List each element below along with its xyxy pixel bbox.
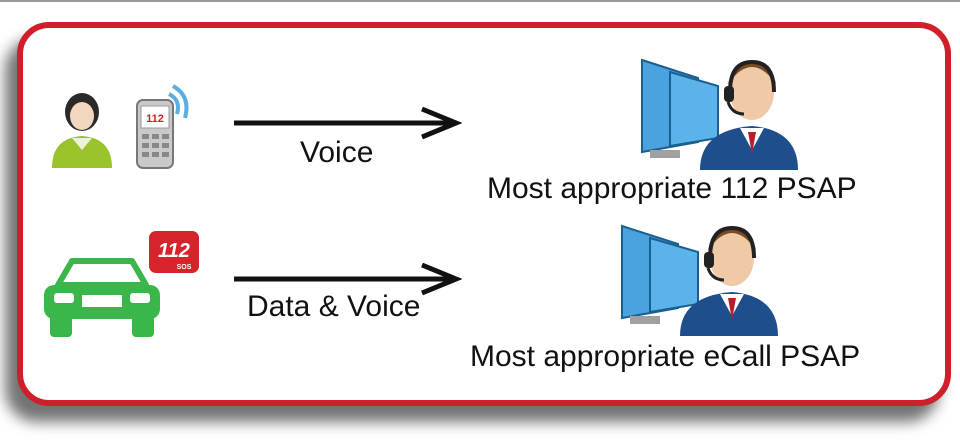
psap-operator-icon xyxy=(641,58,798,170)
data-voice-label: Data & Voice xyxy=(247,290,421,323)
voice-label: Voice xyxy=(300,136,374,169)
voice-arrow xyxy=(234,106,462,140)
psap-ecall-label: Most appropriate eCall PSAP xyxy=(470,340,861,373)
sos-112-badge-icon: 112 SOS xyxy=(149,231,199,273)
person-icon xyxy=(52,93,112,168)
car-icon xyxy=(44,258,160,337)
mobile-phone-icon: 112 xyxy=(136,84,189,169)
psap-112-label: Most appropriate 112 PSAP xyxy=(487,172,857,205)
svg-text:112: 112 xyxy=(146,113,164,125)
svg-text:SOS: SOS xyxy=(177,264,192,271)
top-divider xyxy=(0,0,960,2)
svg-text:112: 112 xyxy=(158,240,190,262)
ecall-psap-operator-icon xyxy=(621,224,778,336)
diagram-frame xyxy=(17,22,951,406)
data-voice-arrow xyxy=(234,262,462,296)
